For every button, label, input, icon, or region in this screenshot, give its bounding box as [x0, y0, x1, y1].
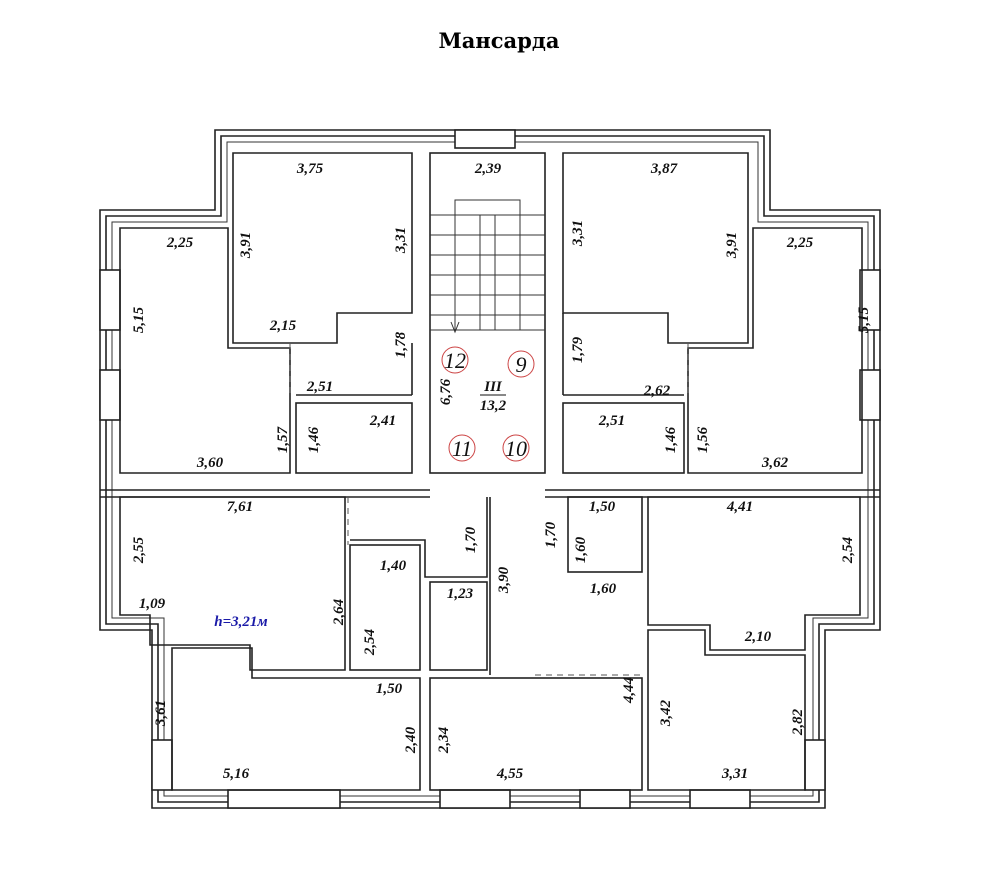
- dimension-label: 1,70: [463, 526, 479, 553]
- dimension-labels: 3,75 2,39 3,87 2,25 3,91 3,31 3,31 3,91 …: [131, 161, 872, 782]
- dimension-label: 1,60: [573, 536, 589, 563]
- dimension-label: 1,23: [447, 586, 474, 602]
- apartment-marker: 11: [452, 436, 472, 461]
- dimension-label: 1,79: [570, 336, 586, 363]
- dimension-label: 2,25: [166, 235, 194, 251]
- windows: [99, 129, 881, 809]
- dimension-label: 1,46: [306, 426, 322, 453]
- dimension-label: 1,60: [590, 581, 617, 597]
- interior-walls: [100, 152, 880, 791]
- dimension-label: 3,91: [724, 232, 740, 259]
- dimension-label: 1,57: [275, 426, 291, 453]
- outer-walls: [99, 129, 881, 809]
- dimension-label: 2,82: [790, 708, 806, 736]
- stair-number: III: [483, 379, 503, 395]
- dimension-label: 4,44: [621, 676, 637, 704]
- dimension-label: 6,76: [438, 378, 454, 405]
- dimension-label: 2,40: [403, 726, 419, 754]
- dimension-label: 2,62: [643, 383, 671, 399]
- dimension-label: 3,91: [238, 232, 254, 259]
- dimension-label: 5,15: [131, 306, 147, 333]
- dimension-label: 1,46: [663, 426, 679, 453]
- dimension-label: 2,39: [474, 161, 502, 177]
- dimension-label: 2,54: [362, 628, 378, 656]
- stair-area: 13,2: [480, 398, 507, 414]
- dimension-label: 1,50: [376, 681, 403, 697]
- dimension-label: 3,31: [393, 227, 409, 254]
- dimension-label: 2,15: [269, 318, 297, 334]
- apartment-markers: 12 9 11 10: [441, 346, 535, 462]
- dimension-label: 3,60: [196, 455, 224, 471]
- dimension-label: 1,40: [380, 558, 407, 574]
- dimension-label: 3,31: [721, 766, 748, 782]
- apartment-marker: 10: [505, 436, 527, 461]
- ceiling-height: h=3,21м: [214, 614, 267, 630]
- dimension-label: 3,61: [153, 700, 169, 727]
- dimension-label: 3,42: [658, 699, 674, 727]
- dimension-label: 2,41: [369, 413, 396, 429]
- dimension-label: 3,75: [296, 161, 324, 177]
- dimension-label: 3,62: [761, 455, 789, 471]
- dimension-label: 1,70: [543, 521, 559, 548]
- partitions-dashed: [289, 343, 689, 676]
- dimension-label: 4,41: [726, 499, 753, 515]
- dimension-label: 2,64: [331, 598, 347, 626]
- dimension-label: 3,87: [650, 161, 678, 177]
- dimension-label: 7,61: [227, 499, 253, 515]
- apartment-marker: 9: [516, 352, 527, 377]
- dimension-label: 1,50: [589, 499, 616, 515]
- dimension-label: 5,15: [856, 306, 872, 333]
- dimension-label: 2,25: [786, 235, 814, 251]
- apartment-marker: 12: [444, 348, 466, 373]
- dimension-label: 3,90: [496, 566, 512, 594]
- dimension-label: 1,09: [139, 596, 166, 612]
- dimension-label: 1,78: [393, 331, 409, 358]
- dimension-label: 2,51: [598, 413, 625, 429]
- dimension-label: 2,55: [131, 536, 147, 564]
- dimension-label: 1,56: [695, 426, 711, 453]
- dimension-label: 2,54: [840, 536, 856, 564]
- dimension-label: 3,31: [570, 220, 586, 247]
- dimension-label: 4,55: [496, 766, 524, 782]
- plan-title: Мансарда: [439, 28, 560, 53]
- dimension-label: 5,16: [223, 766, 250, 782]
- dimension-label: 2,51: [306, 379, 333, 395]
- dimension-label: 2,34: [436, 726, 452, 754]
- staircase: [430, 199, 545, 334]
- dimension-label: 2,10: [744, 629, 772, 645]
